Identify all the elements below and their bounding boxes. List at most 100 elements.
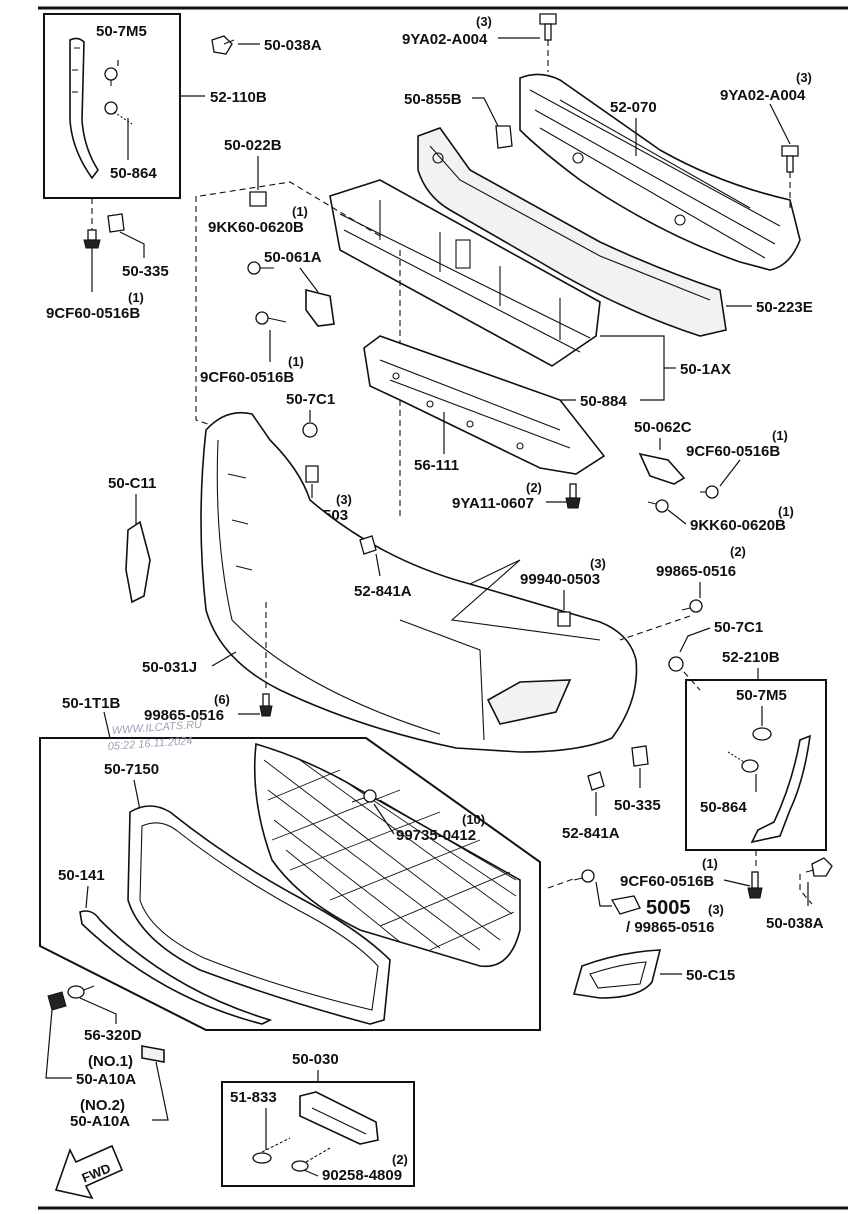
screw-50-864[interactable] — [104, 101, 133, 125]
screw-50-864-right[interactable] — [727, 751, 759, 773]
watermark-site: WWW.ILCATS.RU — [111, 719, 202, 737]
clip-50-335-top-left[interactable] — [107, 213, 125, 233]
clip-52-841A-top[interactable] — [359, 535, 377, 555]
retainer-50-7C1-mid[interactable] — [302, 422, 318, 438]
label-50-C15: 50-C15 — [686, 967, 735, 984]
right-side-bracket-part[interactable] — [750, 734, 811, 844]
clip-90258-4809[interactable] — [291, 1147, 331, 1172]
qty-9KK60-right: (1) — [778, 504, 794, 519]
bolt-9YA11-0607[interactable] — [565, 483, 581, 509]
bumper-reinforcement-52-070[interactable] — [519, 73, 801, 271]
pin-51-833[interactable] — [252, 1137, 291, 1164]
qty-9YA02-top: (3) — [476, 14, 492, 29]
bolt-9YA02-A004-top[interactable] — [539, 13, 557, 41]
upper-bracket-assembly-50-1AX[interactable] — [329, 179, 601, 367]
screw-99735-0412[interactable] — [351, 789, 377, 803]
fog-lamp-cover-50-C15[interactable] — [572, 949, 662, 999]
label-99940-0503-b: 99940-0503 — [520, 571, 600, 588]
grille-frame-50-7150[interactable] — [127, 805, 391, 1025]
grille-molding-50-141[interactable] — [79, 910, 273, 1025]
left-side-bracket-part[interactable] — [69, 37, 99, 180]
radiator-grille-mesh[interactable] — [253, 742, 521, 968]
bracket-50-062C[interactable] — [638, 452, 686, 485]
label-50-A10A-no1: 50-A10A — [76, 1071, 136, 1088]
qty-9CF60-c: (1) — [772, 428, 788, 443]
label-50-864-right: 50-864 — [700, 799, 747, 816]
retainer-50-7M5-right[interactable] — [752, 727, 772, 741]
label-no2: (NO.2) — [80, 1097, 125, 1114]
qty-5005: (3) — [708, 902, 724, 917]
clip-50-022B[interactable] — [249, 191, 267, 207]
label-50-031J: 50-031J — [142, 659, 197, 676]
label-99865-0516-c: / 99865-0516 — [626, 919, 714, 936]
qty-99940-b: (3) — [590, 556, 606, 571]
label-51-833: 51-833 — [230, 1089, 277, 1106]
tow-hook-cover-group-frame — [221, 1081, 415, 1187]
label-no1: (NO.1) — [88, 1053, 133, 1070]
tow-hook-cover-50-030[interactable] — [299, 1091, 379, 1145]
label-52-841A-top: 52-841A — [354, 583, 412, 600]
bolt-9CF60-0516B-b[interactable] — [255, 311, 287, 325]
label-50-A10A-no2: 50-A10A — [70, 1113, 130, 1130]
bolt-9YA02-A004-right[interactable] — [781, 145, 799, 173]
label-50-855B: 50-855B — [404, 91, 462, 108]
screw-99865-0516-b[interactable] — [259, 693, 273, 717]
nut-99940-0503-b[interactable] — [557, 611, 571, 627]
qty-99940-a: (3) — [336, 492, 352, 507]
side-cover-50-C11[interactable] — [125, 520, 151, 604]
bolt-9CF60-0516B-c[interactable] — [700, 485, 719, 499]
clip-50-855B[interactable] — [495, 125, 513, 149]
label-50-7C1-mid: 50-7C1 — [286, 391, 335, 408]
screw-99865-0516-a[interactable] — [681, 599, 703, 613]
label-9CF60-0516B-b: 9CF60-0516B — [200, 369, 294, 386]
bolt-50-038A-top[interactable] — [211, 35, 235, 55]
label-50-7150: 50-7150 — [104, 761, 159, 778]
nut-56-320D[interactable] — [67, 985, 95, 999]
clip-50-335-right[interactable] — [631, 745, 649, 767]
label-90258-4809: 90258-4809 — [322, 1167, 402, 1184]
nut-99940-0503-a[interactable] — [305, 465, 319, 483]
label-50-022B: 50-022B — [224, 137, 282, 154]
label-9KK60-0620B-right: 9KK60-0620B — [690, 517, 786, 534]
screw-99865-0516-c[interactable] — [573, 869, 595, 883]
label-50-864-top-left: 50-864 — [110, 165, 157, 182]
label-9YA02-A004-top: 9YA02-A004 — [402, 31, 488, 48]
under-cover-56-111[interactable] — [363, 335, 606, 475]
bolt-9KK60-0620B-right[interactable] — [647, 499, 669, 513]
qty-99735: (10) — [462, 812, 485, 827]
bolt-50-038A-right[interactable] — [805, 857, 833, 877]
retainer-50-7C1-right[interactable] — [668, 656, 684, 672]
label-50-038A-top: 50-038A — [264, 37, 322, 54]
label-99865-0516-b: 99865-0516 — [144, 707, 224, 724]
qty-9CF60-d: (1) — [702, 856, 718, 871]
label-50-7M5-top-left: 50-7M5 — [96, 23, 147, 40]
bolt-9CF60-0516B-left[interactable] — [83, 229, 101, 249]
label-56-320D: 56-320D — [84, 1027, 142, 1044]
qty-99865-a: (2) — [730, 544, 746, 559]
emblem-50-A10A-no1[interactable] — [47, 991, 67, 1011]
label-52-841A-bottom: 52-841A — [562, 825, 620, 842]
label-52-210B: 52-210B — [722, 649, 780, 666]
bolt-9CF60-0516B-d[interactable] — [747, 871, 763, 899]
watermark-timestamp: 05:22 16.11.2024 — [107, 735, 192, 753]
label-50-141: 50-141 — [58, 867, 105, 884]
bolt-9KK60-0620B-left[interactable] — [247, 261, 274, 275]
forward-direction-arrow-icon: FWD — [54, 1144, 124, 1200]
clip-5005[interactable] — [610, 895, 641, 915]
energy-absorber-50-223E[interactable] — [417, 127, 727, 337]
emblem-50-A10A-no2[interactable] — [141, 1045, 165, 1063]
label-50-884: 50-884 — [580, 393, 627, 410]
grille-group-frame — [39, 737, 541, 1031]
label-9CF60-0516B-d: 9CF60-0516B — [620, 873, 714, 890]
label-52-070: 52-070 — [610, 99, 657, 116]
label-9YA02-A004-right: 9YA02-A004 — [720, 87, 806, 104]
retainer-50-7M5-clip[interactable] — [104, 67, 118, 86]
label-9KK60-0620B-left: 9KK60-0620B — [208, 219, 304, 236]
bracket-50-061A[interactable] — [305, 288, 335, 327]
label-50-030: 50-030 — [292, 1051, 339, 1068]
clip-52-841A-bottom[interactable] — [587, 771, 605, 791]
label-9CF60-0516B-c: 9CF60-0516B — [686, 443, 780, 460]
label-50-C11: 50-C11 — [108, 475, 156, 492]
bumper-fascia-50-031J[interactable] — [200, 411, 638, 753]
